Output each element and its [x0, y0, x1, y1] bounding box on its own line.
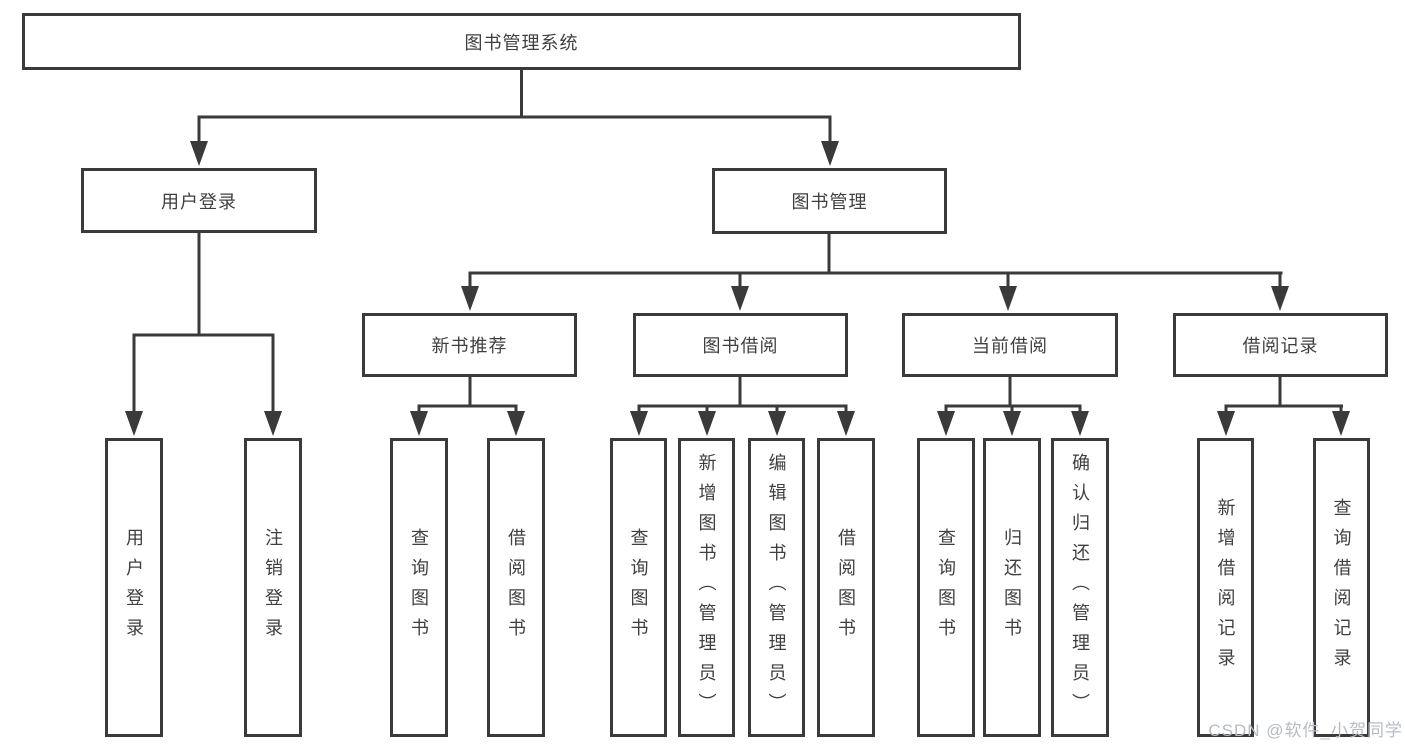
- edges-new-book-recommendation-children: [410, 377, 525, 436]
- edges-book-borrowing-children: [630, 377, 855, 436]
- leaf-logout: 注销登录: [244, 438, 302, 737]
- node-user-login: 用户登录: [81, 168, 317, 233]
- node-book-management: 图书管理: [712, 168, 947, 234]
- node-book-borrowing: 图书借阅: [633, 313, 848, 377]
- leaf-borrow-books-recommend: 借阅图书: [487, 438, 545, 737]
- edges-root-to-level2: [190, 70, 839, 166]
- leaf-query-books-borrowing: 查询图书: [610, 438, 667, 737]
- leaf-user-login: 用户登录: [105, 438, 163, 737]
- edges-current-borrowing-children: [937, 377, 1089, 436]
- leaf-query-books-recommend: 查询图书: [390, 438, 448, 737]
- watermark: CSDN @软件_小贺同学: [1208, 721, 1403, 740]
- edges-book-management-to-level3: [461, 234, 1289, 311]
- node-library-management-system: 图书管理系统: [22, 13, 1021, 70]
- leaf-return-books: 归还图书: [983, 438, 1041, 737]
- node-borrowing-records: 借阅记录: [1173, 313, 1388, 377]
- node-current-borrowing: 当前借阅: [902, 313, 1118, 377]
- leaf-confirm-return-admin: 确认归还（管理员）: [1051, 438, 1109, 737]
- leaf-borrow-books: 借阅图书: [817, 438, 875, 737]
- leaf-add-borrow-record: 新增借阅记录: [1197, 438, 1254, 737]
- leaf-query-books-current: 查询图书: [917, 438, 975, 737]
- leaf-query-borrow-record: 查询借阅记录: [1313, 438, 1370, 737]
- node-new-book-recommendation: 新书推荐: [362, 313, 577, 377]
- leaf-add-books-admin: 新增图书（管理员）: [678, 438, 735, 737]
- edges-user-login-children: [125, 233, 282, 436]
- leaf-edit-books-admin: 编辑图书（管理员）: [748, 438, 805, 737]
- edges-borrowing-records-children: [1217, 377, 1350, 436]
